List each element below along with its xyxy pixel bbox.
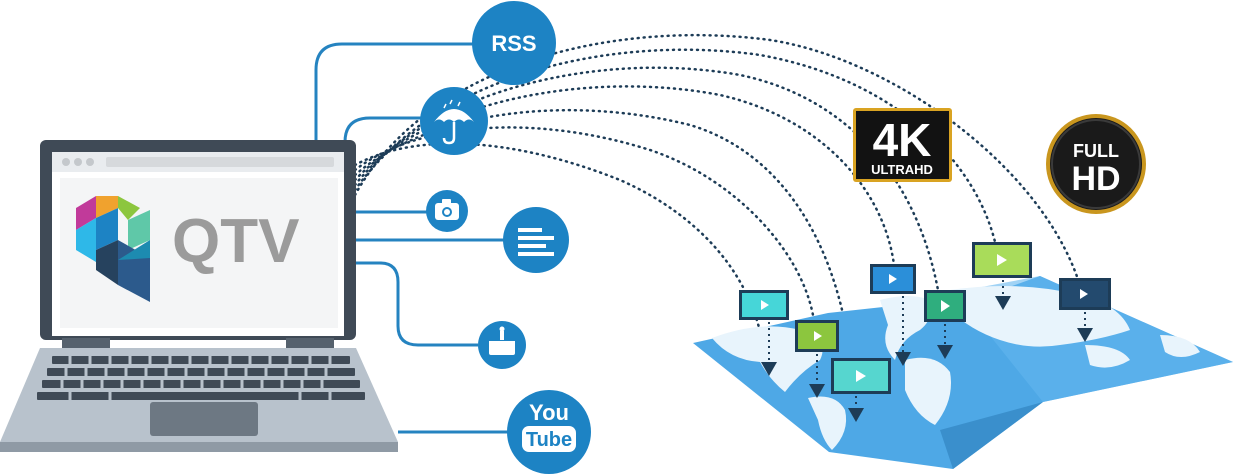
broadcast-screens	[739, 242, 1111, 422]
screen-blue	[870, 264, 916, 366]
fullhd-bottom-label: HD	[1071, 160, 1120, 198]
screen-green	[924, 290, 966, 359]
screen-cyan-1	[739, 290, 789, 376]
full-hd-badge: FULL HD	[1046, 114, 1146, 214]
feed-connectors	[314, 42, 510, 434]
youtube-you-label: You	[529, 400, 569, 425]
rss-feed-icon[interactable]: RSS	[472, 1, 556, 85]
youtube-tube-label: Tube	[526, 429, 572, 451]
qtv-logo: QTV	[76, 196, 299, 302]
screen-teal	[831, 358, 891, 422]
umbrella-icon[interactable]	[420, 87, 488, 155]
laptop: QTV	[0, 140, 398, 452]
screen-lime	[972, 242, 1032, 310]
youtube-icon[interactable]: You Tube	[507, 390, 591, 474]
logo-text: QTV	[172, 207, 299, 276]
screen-green-dark	[795, 320, 839, 398]
uhd-small-label: ULTRAHD	[871, 162, 933, 177]
camera-icon[interactable]	[426, 190, 468, 232]
rss-label: RSS	[491, 31, 536, 56]
4k-ultra-hd-badge: 4K ULTRAHD	[853, 108, 952, 182]
fullhd-top-label: FULL	[1073, 141, 1119, 161]
birthday-cake-icon[interactable]	[478, 321, 526, 369]
uhd-big-label: 4K	[873, 114, 932, 166]
article-icon[interactable]	[503, 207, 569, 273]
screen-navy	[1059, 278, 1111, 342]
